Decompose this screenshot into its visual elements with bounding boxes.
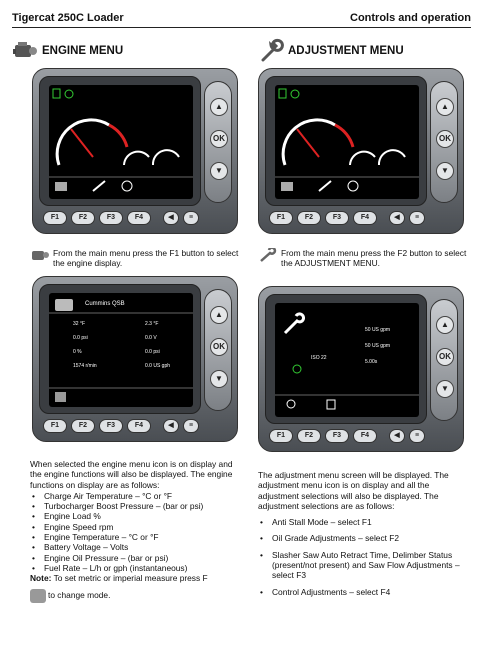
- menu-button[interactable]: ≡: [183, 211, 199, 225]
- up-button[interactable]: ▲: [436, 98, 454, 116]
- back-button[interactable]: ◀: [389, 429, 405, 443]
- nav-pad: ▲ OK ▼: [430, 299, 458, 421]
- wrench-icon: [261, 38, 284, 62]
- adjustment-selections-text: The adjustment menu screen will be displ…: [258, 470, 470, 603]
- list-item: Fuel Rate – L/h or gph (instantaneous): [30, 563, 245, 574]
- back-button[interactable]: ◀: [163, 419, 179, 433]
- nav-pad: ▲ OK ▼: [430, 81, 458, 203]
- function-keys: F1 F2 F3 F4 ◀ ≡: [43, 211, 199, 225]
- f3-button[interactable]: F3: [325, 429, 349, 443]
- f4-button[interactable]: F4: [127, 211, 151, 225]
- f5-key-icon: [30, 588, 46, 603]
- gauge-graphic: [49, 88, 193, 192]
- screen-engine: Cummins QSB 32 °F 0.0 psi 0 % 1574 r/min…: [49, 293, 193, 407]
- f2-button[interactable]: F2: [71, 211, 95, 225]
- adjustment-menu-heading: ADJUSTMENT MENU: [258, 36, 404, 66]
- f1-button[interactable]: F1: [269, 429, 293, 443]
- f1-button[interactable]: F1: [43, 211, 67, 225]
- engine-functions-list: Charge Air Temperature – °C or °F Turboc…: [30, 491, 245, 574]
- display-main-menu-left: ▲ OK ▼ F1 F2 F3 F4 ◀ ≡: [32, 68, 238, 234]
- function-keys: F1 F2 F3 F4 ◀ ≡: [269, 211, 425, 225]
- function-keys: F1 F2 F3 F4 ◀ ≡: [43, 419, 199, 433]
- menu-button[interactable]: ≡: [183, 419, 199, 433]
- menu-button[interactable]: ≡: [409, 211, 425, 225]
- list-item: Battery Voltage – Volts: [30, 542, 245, 553]
- list-item: Engine Temperature – °C or °F: [30, 532, 245, 543]
- menu-button[interactable]: ≡: [409, 429, 425, 443]
- up-button[interactable]: ▲: [436, 316, 454, 334]
- up-button[interactable]: ▲: [210, 306, 228, 324]
- f2-button[interactable]: F2: [297, 429, 321, 443]
- list-item: Engine Oil Pressure – (bar or psi): [30, 553, 245, 564]
- note: Note: To set metric or imperial measure …: [30, 573, 208, 584]
- f1-button[interactable]: F1: [43, 419, 67, 433]
- gauge-graphic: [275, 88, 419, 192]
- ok-button[interactable]: OK: [210, 130, 228, 148]
- doc-title: Tigercat 250C Loader: [12, 12, 124, 24]
- list-item: Control Adjustments – select F4: [258, 587, 470, 598]
- adjustment-selections-list: Anti Stall Mode – select F1 Oil Grade Ad…: [258, 517, 470, 597]
- adjustment-graphic: [275, 312, 419, 410]
- down-button[interactable]: ▼: [436, 162, 454, 180]
- f3-button[interactable]: F3: [99, 211, 123, 225]
- engine-caption: From the main menu press the F1 button t…: [30, 248, 240, 268]
- nav-pad: ▲ OK ▼: [204, 81, 232, 203]
- screen-gauges: [275, 85, 419, 199]
- f4-button[interactable]: F4: [353, 429, 377, 443]
- f3-button[interactable]: F3: [99, 419, 123, 433]
- page-header: Tigercat 250C Loader Controls and operat…: [12, 12, 471, 28]
- engine-name: Cummins QSB: [85, 301, 125, 307]
- list-item: Charge Air Temperature – °C or °F: [30, 491, 245, 502]
- display-engine: Cummins QSB 32 °F 0.0 psi 0 % 1574 r/min…: [32, 276, 238, 442]
- list-item: Engine Speed rpm: [30, 522, 245, 533]
- back-button[interactable]: ◀: [163, 211, 179, 225]
- down-button[interactable]: ▼: [436, 380, 454, 398]
- adjustment-caption: From the main menu press the F2 button t…: [258, 248, 468, 268]
- down-button[interactable]: ▼: [210, 370, 228, 388]
- wrench-icon: [260, 248, 277, 262]
- up-button[interactable]: ▲: [210, 98, 228, 116]
- screen-gauges: [49, 85, 193, 199]
- screen-adjustment: ISO 22 50 US gpm 50 US gpm 5.00s: [275, 303, 419, 417]
- list-item: Slasher Saw Auto Retract Time, Delimber …: [258, 550, 470, 581]
- back-button[interactable]: ◀: [389, 211, 405, 225]
- nav-pad: ▲ OK ▼: [204, 289, 232, 411]
- f2-button[interactable]: F2: [71, 419, 95, 433]
- ok-button[interactable]: OK: [436, 130, 454, 148]
- list-item: Anti Stall Mode – select F1: [258, 517, 470, 528]
- engine-icon: [32, 251, 49, 260]
- display-adjustment: ISO 22 50 US gpm 50 US gpm 5.00s ▲ OK ▼ …: [258, 286, 464, 452]
- f4-button[interactable]: F4: [127, 419, 151, 433]
- list-item: Engine Load %: [30, 511, 245, 522]
- display-main-menu-right: ▲ OK ▼ F1 F2 F3 F4 ◀ ≡: [258, 68, 464, 234]
- engine-icon: [13, 42, 37, 57]
- engine-graphic: [49, 299, 193, 402]
- ok-button[interactable]: OK: [210, 338, 228, 356]
- f1-button[interactable]: F1: [269, 211, 293, 225]
- engine-functions-text: When selected the engine menu icon is on…: [30, 459, 245, 603]
- f3-button[interactable]: F3: [325, 211, 349, 225]
- down-button[interactable]: ▼: [210, 162, 228, 180]
- f4-button[interactable]: F4: [353, 211, 377, 225]
- section-title: Controls and operation: [350, 12, 471, 24]
- ok-button[interactable]: OK: [436, 348, 454, 366]
- f2-button[interactable]: F2: [297, 211, 321, 225]
- function-keys: F1 F2 F3 F4 ◀ ≡: [269, 429, 425, 443]
- list-item: Turbocharger Boost Pressure – (bar or ps…: [30, 501, 245, 512]
- list-item: Oil Grade Adjustments – select F2: [258, 533, 470, 544]
- engine-menu-heading: ENGINE MENU: [12, 36, 123, 66]
